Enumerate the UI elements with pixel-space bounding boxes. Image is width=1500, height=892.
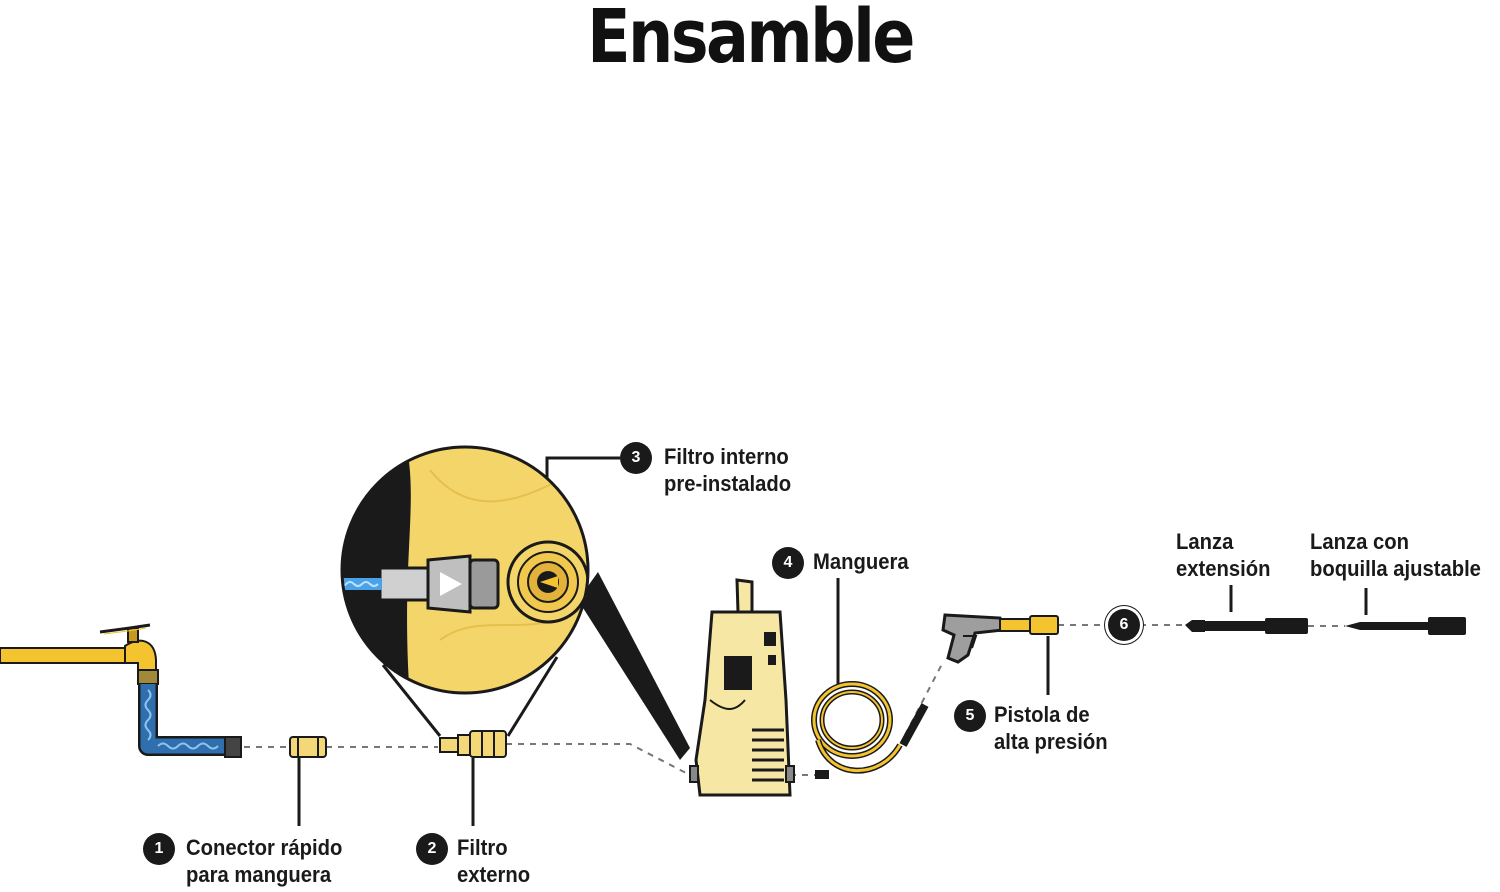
water-faucet <box>0 623 159 685</box>
spray-gun <box>941 613 1059 664</box>
pressure-washer-unit <box>689 578 795 797</box>
part-5-badge: 5 <box>954 700 986 732</box>
part-2-label: Filtro externo <box>457 835 531 887</box>
part-2-badge: 2 <box>416 833 448 865</box>
zoom-callout <box>340 445 690 760</box>
external-filter <box>439 730 507 758</box>
adjustable-nozzle-lance <box>1345 617 1466 635</box>
part-1-badge: 1 <box>143 833 175 865</box>
part-4-label: Manguera <box>813 549 909 574</box>
garden-hose <box>138 684 242 758</box>
part-3-badge: 3 <box>620 442 652 474</box>
lance-extension-label: Lanza extensión <box>1176 529 1271 581</box>
part-6-badge: 6 <box>1108 609 1140 641</box>
page-title: Ensamble <box>587 0 915 80</box>
quick-connector <box>289 736 327 758</box>
part-1-label: Conector rápido para manguera <box>186 835 343 887</box>
part-5-label: Pistola de alta presión <box>994 702 1108 754</box>
part-3-label: Filtro interno pre-instalado <box>664 444 792 496</box>
lance-nozzle-label: Lanza con boquilla ajustable <box>1310 529 1481 581</box>
high-pressure-hose <box>811 681 929 779</box>
part-4-badge: 4 <box>772 547 804 579</box>
extension-lance <box>1185 618 1308 634</box>
